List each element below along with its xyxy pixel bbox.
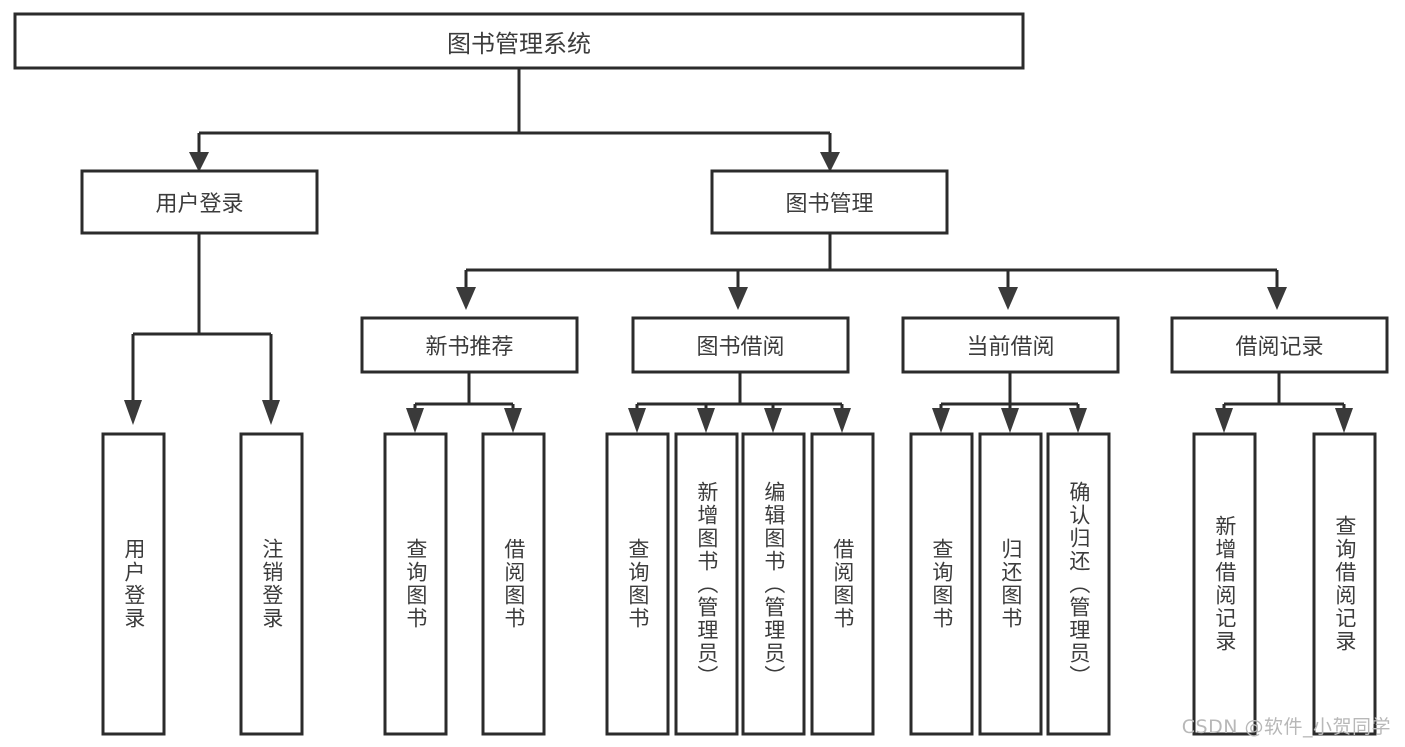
leaf-logout[interactable] bbox=[239, 432, 304, 736]
node-root-book-management-system[interactable] bbox=[13, 12, 1025, 70]
connector-layer bbox=[124, 68, 1353, 433]
node-book-borrowing[interactable] bbox=[631, 316, 850, 374]
watermark-text: CSDN @软件_小贺同学 bbox=[1181, 716, 1391, 738]
arrow-to-leaf-query-borrow-record bbox=[1335, 408, 1353, 433]
leaf-query-borrow-record[interactable] bbox=[1312, 432, 1377, 736]
leaf-user-login[interactable] bbox=[101, 432, 166, 736]
leaf-edit-book-admin[interactable] bbox=[741, 432, 806, 736]
arrow-to-leaf-return-book bbox=[1001, 408, 1019, 433]
arrow-to-leaf-add-borrow-record bbox=[1215, 408, 1233, 433]
arrow-to-leaf-logout bbox=[262, 400, 280, 425]
arrow-to-leaf-user-login bbox=[124, 400, 142, 425]
node-box-layer bbox=[13, 12, 1389, 736]
arrow-to-leaf-query-book-borrowing bbox=[628, 408, 646, 433]
leaf-query-book-recommend[interactable] bbox=[383, 432, 448, 736]
arrow-to-user-login bbox=[189, 152, 209, 172]
leaf-add-book-admin[interactable] bbox=[674, 432, 739, 736]
arrow-to-leaf-add-book-admin bbox=[697, 408, 715, 433]
node-user-login[interactable] bbox=[80, 169, 319, 235]
node-new-book-recommendation[interactable] bbox=[360, 316, 579, 374]
leaf-borrow-book-borrowing[interactable] bbox=[810, 432, 875, 736]
arrow-to-borrowing-record bbox=[1267, 287, 1287, 310]
arrow-to-leaf-confirm-return-admin bbox=[1069, 408, 1087, 433]
arrow-to-current-borrowing bbox=[998, 287, 1018, 310]
node-current-borrowing[interactable] bbox=[901, 316, 1120, 374]
leaf-borrow-book-recommend[interactable] bbox=[481, 432, 546, 736]
arrow-to-book-management bbox=[820, 152, 840, 172]
arrow-to-leaf-borrow-book-borrowing bbox=[833, 408, 851, 433]
leaf-return-book[interactable] bbox=[978, 432, 1043, 736]
leaf-confirm-return-admin[interactable] bbox=[1046, 432, 1111, 736]
arrow-to-new-book-recommendation bbox=[456, 287, 476, 310]
arrow-to-leaf-borrow-book-recommend bbox=[504, 408, 522, 433]
leaf-add-borrow-record[interactable] bbox=[1192, 432, 1257, 736]
arrow-to-leaf-query-book-current bbox=[932, 408, 950, 433]
node-book-management[interactable] bbox=[710, 169, 949, 235]
leaf-query-book-current[interactable] bbox=[909, 432, 974, 736]
arrow-to-leaf-edit-book-admin bbox=[764, 408, 782, 433]
leaf-query-book-borrowing[interactable] bbox=[605, 432, 670, 736]
arrow-to-leaf-query-book-recommend bbox=[406, 408, 424, 433]
node-borrowing-record[interactable] bbox=[1170, 316, 1389, 374]
arrow-to-book-borrowing bbox=[728, 287, 748, 310]
